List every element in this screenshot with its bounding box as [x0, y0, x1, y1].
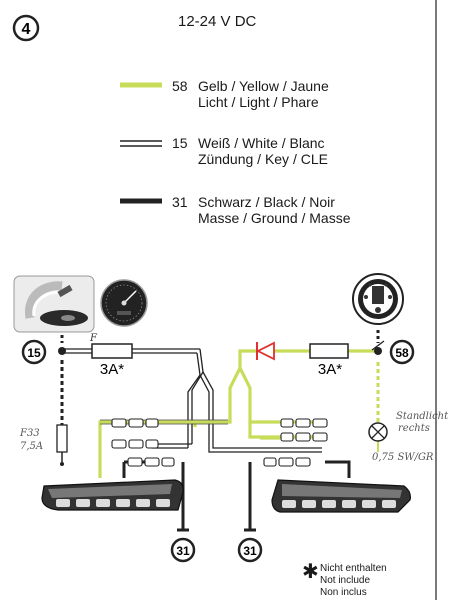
legend-31-code: 31	[172, 194, 188, 210]
node-58	[374, 347, 382, 355]
legend-31-line2: Masse / Ground / Masse	[198, 210, 351, 226]
legend-58-line2: Licht / Light / Phare	[198, 94, 319, 110]
footnote-line2: Not include	[320, 575, 371, 586]
footnote-line1: Nicht enthalten	[320, 563, 387, 574]
fuse-left-mark: F	[89, 333, 98, 344]
terminal-15-label: 15	[27, 346, 41, 360]
connectors-right	[263, 418, 328, 467]
footnote-line3: Non inclus	[320, 587, 367, 598]
terminal-31-left-label: 31	[176, 544, 190, 558]
lamp-label-1: Standlicht	[396, 411, 449, 422]
wire-label: 0,75 SW/GR	[372, 452, 434, 463]
legend-15-line1: Weiß / White / Blanc	[198, 135, 325, 151]
lamp-icon	[368, 422, 388, 442]
fuse-right-label: 3A*	[318, 361, 342, 378]
fuse-left-label: 3A*	[100, 361, 124, 378]
node-15	[58, 347, 66, 355]
diagram-number-badge: 4	[12, 14, 40, 42]
fuse-right	[309, 343, 349, 359]
legend-15-code: 15	[172, 135, 188, 151]
terminal-31-right: 31	[237, 537, 263, 563]
speedometer-icon	[100, 279, 148, 327]
drl-unit-left	[41, 479, 184, 511]
switch-mark	[371, 340, 385, 351]
legend-58-code: 58	[172, 78, 188, 94]
fuse-f33	[56, 424, 68, 453]
fuse-f33-rating: 7,5A	[20, 441, 44, 452]
fuse-f33-label: F33	[20, 428, 40, 439]
footnote-asterisk: ✱	[302, 561, 319, 583]
diagram-number: 4	[22, 21, 31, 38]
light-switch-icon	[352, 273, 404, 325]
wire-15	[62, 348, 322, 453]
terminal-31-right-label: 31	[243, 544, 257, 558]
lamp-label-2: rechts	[398, 423, 430, 434]
legend-swatch-white	[120, 140, 162, 147]
ignition-key-illustration	[13, 275, 95, 333]
legend-58-line1: Gelb / Yellow / Jaune	[198, 78, 329, 94]
fuse-left	[91, 343, 133, 359]
terminal-15: 15	[21, 339, 47, 365]
voltage-title: 12-24 V DC	[178, 13, 257, 30]
terminal-58-label: 58	[395, 346, 409, 360]
terminal-31-left: 31	[170, 537, 196, 563]
connectors-left	[111, 418, 175, 467]
drl-unit-right	[271, 479, 411, 513]
legend-31-line1: Schwarz / Black / Noir	[198, 194, 335, 210]
legend-15-line2: Zündung / Key / CLE	[198, 151, 328, 167]
diode	[255, 341, 275, 361]
fuse-f33-end	[60, 462, 64, 466]
terminal-58: 58	[389, 339, 415, 365]
